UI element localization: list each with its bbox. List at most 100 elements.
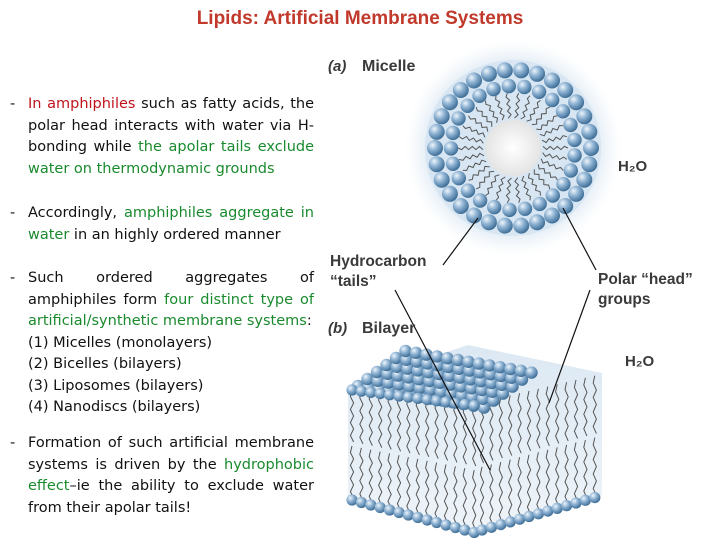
micelle-head (576, 108, 593, 125)
micelle-head (557, 82, 574, 98)
micelle-tail (505, 177, 512, 203)
bilayer-tail (378, 393, 383, 448)
heads-pointer-micelle (562, 207, 597, 271)
bilayer-tail (434, 462, 439, 521)
bilayer-head-bottom (561, 500, 573, 512)
bilayer-head-top (525, 366, 538, 379)
bilayer-head-front (374, 388, 386, 400)
bilayer-head-bottom (346, 494, 358, 506)
bilayer-head-bottom (384, 504, 396, 516)
micelle-head (568, 94, 585, 111)
micelle-tail (458, 135, 484, 144)
slide-title: Lipids: Artificial Membrane Systems (196, 8, 524, 29)
bilayer-tail (583, 377, 588, 437)
micelle-head (443, 141, 459, 156)
micelle-head (563, 163, 578, 178)
tails-label-line2: “tails” (330, 273, 377, 290)
micelle-head (517, 201, 533, 216)
bullet-marker: - (10, 205, 16, 221)
micelle-head (480, 214, 497, 231)
water-label-bilayer: H₂O (625, 353, 654, 370)
bilayer-head-bottom (476, 524, 488, 536)
micelle-head (557, 198, 574, 214)
micelle-head (501, 78, 516, 94)
bilayer-tail (526, 454, 532, 515)
bilayer-head-front (402, 391, 414, 403)
micelle-head (517, 79, 532, 95)
bilayer-tail (443, 464, 449, 524)
text-span: such as fatty acids, the polar head inte… (28, 96, 314, 155)
bilayer-head-front (393, 390, 405, 402)
paragraph-amphiphiles: In amphiphiles such as fatty acids, the … (28, 94, 314, 180)
bullet-marker: - (10, 270, 16, 286)
bilayer-tail (472, 469, 477, 531)
paragraph-membrane-systems: Such ordered aggregates of amphiphiles f… (28, 268, 314, 419)
bilayer-head-top (389, 351, 403, 365)
bilayer-head-bottom (495, 519, 507, 531)
bilayer-tail (583, 439, 588, 499)
text-span: in an highly ordered manner (69, 226, 281, 243)
micelle-head (460, 183, 476, 198)
micelle-tail (462, 125, 486, 138)
micelle-head (452, 82, 469, 98)
micelle-head (480, 65, 497, 82)
list-item: (1) Micelles (monolayers) (28, 334, 213, 351)
micelle-tail (537, 164, 558, 181)
bilayer-head-bottom (355, 496, 367, 509)
paragraph-aggregation: Accordingly, amphiphiles aggregate in wa… (28, 203, 314, 246)
highlight-hydrophobic-effect: hydrophobic effect (28, 456, 314, 495)
micelle-tails (457, 93, 569, 203)
bilayer-tail (573, 379, 579, 439)
bilayer-head-top (514, 364, 528, 377)
bilayer-tail (378, 451, 383, 506)
bilayer-head-bottom (542, 505, 554, 517)
bilayer-head-bottom (365, 499, 377, 511)
micelle-head (513, 217, 530, 234)
micelle-tail (475, 170, 495, 190)
bilayer-head-top (370, 365, 384, 379)
bilayer-head-front (468, 400, 480, 412)
bilayer-head-bottom (412, 511, 424, 524)
heads-label-line1: Polar “head” (598, 271, 693, 288)
bilayer-head-top (399, 344, 412, 358)
bilayer-tail (592, 437, 597, 496)
micelle-tail (457, 145, 484, 151)
micelle-head (486, 81, 501, 97)
micelle-head (433, 108, 450, 125)
bilayer-head-front (384, 389, 396, 401)
micelle-head-groups (427, 62, 599, 234)
bilayer-tail (359, 391, 364, 445)
bilayer-tail (517, 457, 522, 518)
bilayer-tail (415, 458, 420, 516)
tails-pointer-bilayer (394, 289, 491, 471)
bilayer-tail (545, 386, 550, 447)
bilayer-head-top (409, 346, 423, 359)
micelle-head (567, 132, 582, 148)
micelle-tail (521, 175, 531, 201)
bilayer-tail (526, 390, 532, 451)
water-label-micelle: H₂O (618, 158, 647, 175)
bilayer-tail (555, 384, 560, 444)
heads-label-line2: groups (598, 291, 651, 308)
bilayer-head-top (472, 357, 486, 370)
micelle-tail (542, 145, 569, 151)
bilayer-tails (349, 375, 597, 531)
micelle-tail (514, 177, 521, 203)
bilayer-tail (434, 400, 439, 459)
bilayer-head-front (421, 394, 433, 406)
micelle-head (428, 156, 445, 173)
bilayer-head-bottom (523, 510, 535, 523)
micelle-head (532, 196, 547, 212)
micelle-head (433, 171, 450, 188)
micelle-panel-label: (a) (328, 58, 346, 75)
bilayer-head-front (355, 385, 367, 397)
micelle-head (555, 104, 571, 119)
bilayer-tail (498, 397, 503, 459)
bilayer-tail (387, 394, 392, 450)
bilayer-head-front (412, 392, 424, 404)
bilayer-tail (472, 405, 477, 467)
bilayer-head-top (430, 350, 444, 363)
bilayer-tail (508, 395, 513, 456)
micelle-tail (520, 95, 531, 120)
micelle-head (513, 62, 530, 79)
